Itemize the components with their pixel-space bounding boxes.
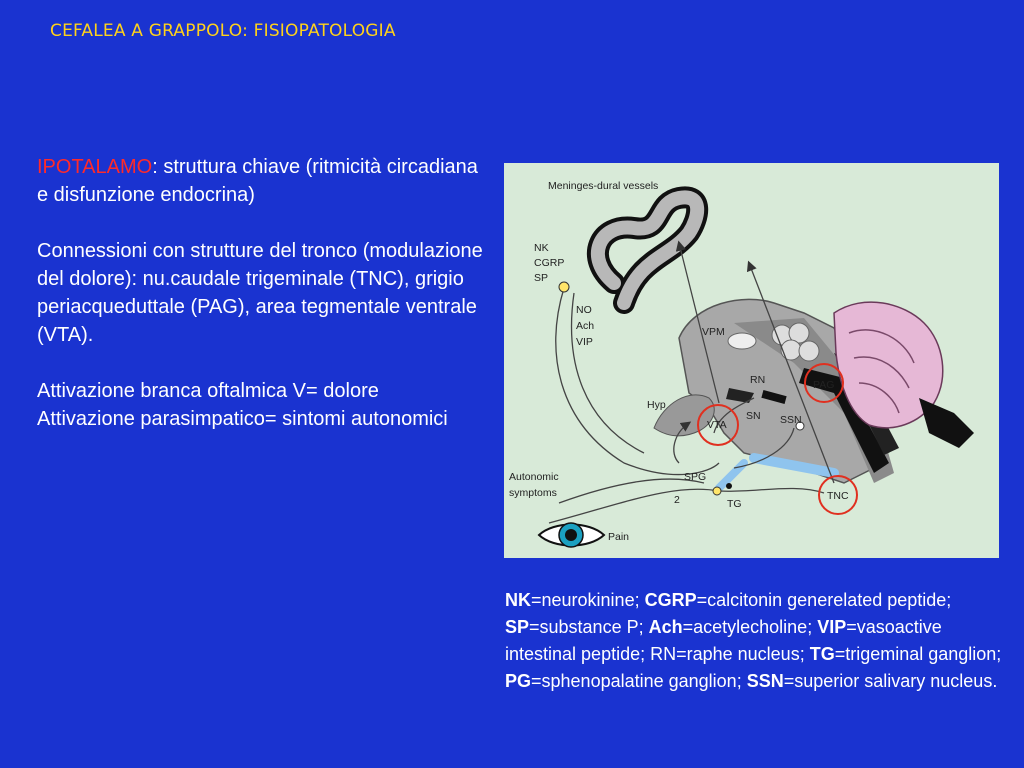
label-tnc: TNC [827, 490, 849, 502]
brainstem-drawing [653, 298, 899, 484]
legend-abbr-nk: NK [505, 590, 531, 610]
legend-def-pg: =sphenopalatine ganglion; [531, 671, 747, 691]
legend-def-ssn: =superior salivary nucleus. [783, 671, 998, 691]
legend-def-nk: =neurokinine; [531, 590, 645, 610]
label-vip: VIP [576, 336, 593, 348]
legend-def-tg: =trigeminal ganglion; [834, 644, 1002, 664]
label-pag: PAG [813, 379, 834, 391]
label-vta: VTA [707, 419, 727, 431]
label-vpm: VPM [702, 326, 725, 338]
cerebellum-drawing [833, 301, 974, 448]
legend-abbr-pg: PG [505, 671, 532, 691]
label-ach: Ach [576, 320, 594, 332]
paragraph-hypothalamus: IPOTALAMO: struttura chiave (ritmicità c… [37, 153, 487, 209]
tnc-highlight-circle [818, 475, 858, 515]
label-sn: SN [746, 410, 761, 422]
pag-highlight-circle [804, 363, 844, 403]
label-autonomic-2: symptoms [509, 487, 557, 499]
legend-abbr-ssn: SSN [746, 671, 784, 691]
eye-drawing [537, 522, 606, 548]
spg-ganglion-dot [712, 486, 722, 496]
label-sp: SP [534, 272, 548, 284]
legend-def-sp: =substance P; [529, 617, 649, 637]
legend-abbr-tg: TG [809, 644, 835, 664]
label-spg: SPG [684, 471, 706, 483]
legend-abbr-vip: VIP [817, 617, 847, 637]
activation-line-2: Attivazione parasimpatico= sintomi auton… [37, 408, 448, 430]
label-meninges: Meninges-dural vessels [548, 180, 658, 192]
hypothalamus-description: : struttura chiave (ritmicità circadiana… [37, 156, 478, 206]
paragraph-connections: Connessioni con strutture del tronco (mo… [37, 240, 483, 346]
abbreviation-legend: NK=neurokinine; CGRP=calcitonin generela… [505, 587, 1005, 695]
label-no: NO [576, 304, 592, 316]
label-hyp: Hyp [647, 399, 666, 411]
hypothalamus-highlight: IPOTALAMO [37, 156, 153, 178]
legend-def-ach: =acetylecholine; [682, 617, 818, 637]
slide-title: CEFALEA A GRAPPOLO: FISIOPATOLOGIA [50, 21, 396, 41]
meninges-vessel-drawing [586, 186, 709, 314]
label-two: 2 [674, 494, 680, 506]
activation-line-1: Attivazione branca oftalmica V= dolore [37, 380, 379, 402]
legend-abbr-sp: SP [505, 617, 530, 637]
label-nk: NK [534, 242, 549, 254]
label-tg: TG [727, 498, 742, 510]
legend-def-vip: =vasoactive intestinal peptide; RN=raphe… [505, 617, 942, 664]
sp-ganglion-dot [558, 281, 570, 293]
label-cgrp: CGRP [534, 257, 564, 269]
label-autonomic-1: Autonomic [509, 471, 559, 483]
body-text: IPOTALAMO: struttura chiave (ritmicità c… [37, 153, 487, 461]
ssn-nucleus-dot [795, 421, 805, 431]
vta-highlight-circle [697, 404, 739, 446]
tg-ganglion-dot [726, 483, 732, 489]
label-rn: RN [750, 374, 765, 386]
label-ssn: SSN [780, 414, 802, 426]
pathophysiology-figure: Meninges-dural vessels NK CGRP SP NO Ach… [504, 163, 999, 558]
label-pain: Pain [608, 531, 629, 543]
legend-abbr-cgrp: CGRP [644, 590, 697, 610]
legend-def-cgrp: =calcitonin generelated peptide; [696, 590, 952, 610]
legend-abbr-ach: Ach [648, 617, 683, 637]
